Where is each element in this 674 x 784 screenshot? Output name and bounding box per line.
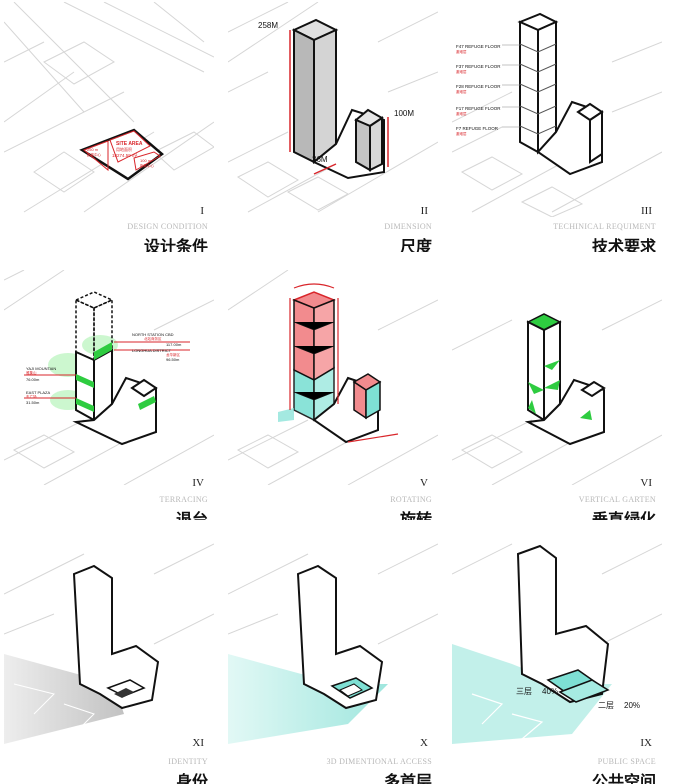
panel-title-en: VERTICAL GARTEN [578,495,656,504]
vertical-garden-drawing [452,299,662,485]
panel-title-cn: 退台 [175,510,208,520]
panel-design-condition: SITE AREA 用地面积 18274.59 m² 250 m 距离中心 10… [4,2,214,252]
panel-terracing: NORTH STATION CBD 北站商务区 117.00m LONGHUA … [4,270,214,520]
panel-3d-access: X 3D DIMENTIONAL ACCESS 多首层 [228,534,438,784]
height-podium-label: 100M [394,109,414,118]
yaji-cn: 雅集山 [26,370,37,375]
3d-access-drawing [228,543,438,744]
panel-title-cn: 技术要求 [591,237,656,252]
longhua-value: 96.50m [166,357,180,362]
refuge-floor-drawing: F47 REFUGE FLOOR F37 REFUGE FLOOR F28 RE… [452,12,662,217]
panel-title-cn: 垂直绿化 [591,510,656,520]
site-area-cn: 用地面积 [116,146,132,152]
north-station-value: 117.00m [166,342,182,347]
longhua-label: LONGHUA DISTRICT [132,348,172,353]
panel-title-en: TERRACING [159,495,208,504]
panel-title-en: TECHINICAL REQUIMENT [553,222,656,231]
panel-vertical-garden: VI VERTICAL GARTEN 垂直绿化 [452,270,662,520]
rotating-drawing [228,270,438,485]
north-station-label: NORTH STATION CBD [132,332,174,337]
panel-numeral: V [420,477,428,489]
right-dim-label: 100 m [140,158,152,163]
panel-numeral: VI [640,477,652,489]
dimension-drawing: 258M 100M 36M [228,2,438,213]
right-dim-cn: 距离中心 [140,163,154,168]
panel-dimension: 258M 100M 36M II DIMENSION 尺度 [228,2,438,252]
panel-title-cn: 尺度 [399,237,432,252]
panel-numeral: IV [192,477,204,489]
refuge-cn-4: 避难层 [456,111,467,116]
east-plaza-value: 31.50m [26,400,40,405]
left-dim-label: 250 m [87,147,99,152]
refuge-f28: F28 REFUGE FLOOR [456,84,501,89]
refuge-f47: F47 REFUGE FLOOR [456,44,501,49]
panel-numeral: XI [192,737,204,749]
refuge-cn-5: 避难层 [456,131,467,136]
east-plaza-cn: 东广场 [26,394,37,399]
refuge-f37: F37 REFUGE FLOOR [456,64,501,69]
refuge-cn-1: 避难层 [456,49,467,54]
panel-numeral: II [420,205,428,217]
longhua-cn: 龙华新区 [166,352,180,357]
panel-title-en: IDENTITY [168,757,208,766]
level2-pct: 20% [624,701,640,710]
yaji-label: YAJI MOUNTAIN [26,366,56,371]
level3-label: 三层 [516,687,532,696]
height-main-label: 258M [258,21,278,30]
panel-title-cn: 多首层 [383,772,432,784]
panel-numeral: X [420,737,428,749]
east-plaza-label: EAST PLAZA [26,390,50,395]
panel-title-en: PUBLIC SPACE [597,757,656,766]
public-space-drawing: 三层 40% 二层 20% [452,543,662,744]
terracing-drawing: NORTH STATION CBD 北站商务区 117.00m LONGHUA … [4,270,214,485]
panel-title-en: DESIGN CONDITION [127,222,208,231]
panel-numeral: I [200,205,204,217]
width-label: 36M [312,155,328,164]
panel-title-en: 3D DIMENTIONAL ACCESS [326,757,432,766]
panel-title-cn: 公共空间 [591,772,656,784]
site-area-label: SITE AREA [116,141,143,147]
refuge-cn-3: 避难层 [456,89,467,94]
refuge-f17: F17 REFUGE FLOOR [456,106,501,111]
left-dim-cn: 距离中心 [87,152,101,157]
panel-public-space: 三层 40% 二层 20% IX PUBLIC SPACE 公共空间 [452,534,662,784]
level2-label: 二层 [598,701,614,710]
refuge-cn-2: 避难层 [456,69,467,74]
panel-numeral: IX [640,737,652,749]
site-area-value: 18274.59 m² [112,153,138,158]
panel-title-cn: 旋转 [399,510,432,520]
panel-rotating: V ROTATING 旋转 [228,270,438,520]
yaji-value: 76.00m [26,377,40,382]
panel-numeral: III [641,205,652,217]
level3-pct: 40% [542,687,558,696]
panel-title-cn: 身份 [175,772,208,784]
panel-identity: XI IDENTITY 身份 [4,534,214,784]
identity-drawing [4,543,214,744]
site-plan-drawing: SITE AREA 用地面积 18274.59 m² 250 m 距离中心 10… [4,2,214,213]
panel-title-en: DIMENSION [384,222,432,231]
north-station-cn: 北站商务区 [144,336,162,341]
refuge-f7: F7 REFUGE FLOOR [456,126,499,131]
panel-technical-requirement: F47 REFUGE FLOOR F37 REFUGE FLOOR F28 RE… [452,2,662,252]
panel-title-en: ROTATING [390,495,432,504]
panel-title-cn: 设计条件 [143,237,208,252]
